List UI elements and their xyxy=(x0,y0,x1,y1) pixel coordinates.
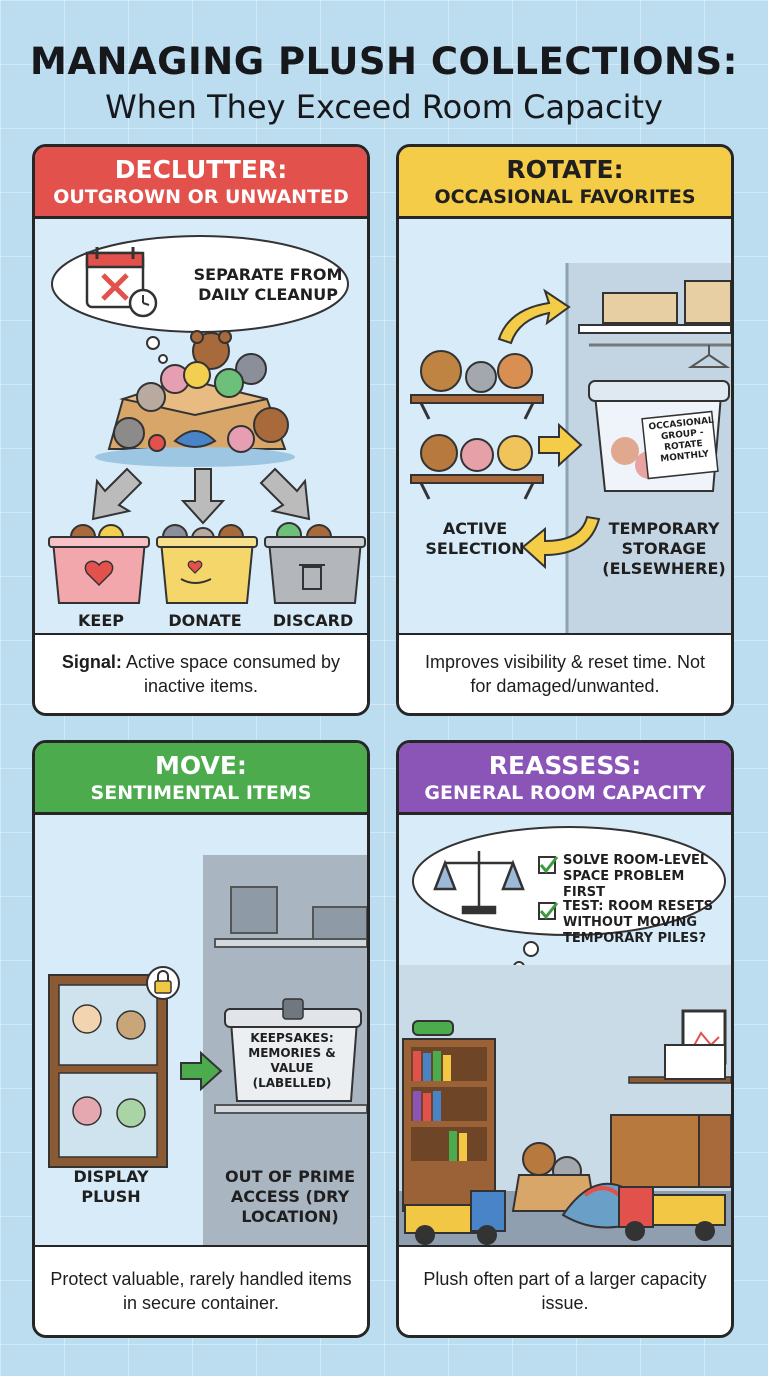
lock-icon xyxy=(146,966,180,1000)
clock-icon xyxy=(128,288,158,318)
heart-icon xyxy=(84,560,114,587)
reassess-header: REASSESS: GENERAL ROOM CAPACITY xyxy=(399,743,731,815)
sort-arrows xyxy=(91,467,311,525)
page-title: MANAGING PLUSH COLLECTIONS: xyxy=(30,40,738,83)
reassess-footer: Plush often part of a larger capacity is… xyxy=(399,1245,731,1335)
declutter-signal: Signal: Active space consumed by inactiv… xyxy=(35,633,367,713)
reassess-subtitle: GENERAL ROOM CAPACITY xyxy=(424,782,706,804)
move-illustration xyxy=(48,855,367,1251)
move-header: MOVE: SENTIMENTAL ITEMS xyxy=(35,743,367,815)
rotate-panel: ROTATE: OCCASIONAL FAVORITES xyxy=(396,144,734,716)
tote-label: OCCASIONAL GROUP - ROTATE MONTHLY xyxy=(648,415,715,465)
declutter-note: SEPARATE FROM DAILY CLEANUP xyxy=(193,265,343,304)
hand-heart-icon xyxy=(180,560,212,584)
active-selection-label: ACTIVE SELECTION xyxy=(425,519,525,558)
declutter-subtitle: OUTGROWN OR UNWANTED xyxy=(53,186,349,208)
keep-bin xyxy=(48,524,150,604)
declutter-illustration xyxy=(48,235,366,604)
keep-label: KEEP xyxy=(78,611,124,630)
display-cabinet xyxy=(48,974,168,1168)
rotate-subtitle: OCCASIONAL FAVORITES xyxy=(434,186,696,208)
keepsake-box xyxy=(224,998,362,1102)
rotate-header: ROTATE: OCCASIONAL FAVORITES xyxy=(399,147,731,219)
arrow-up-icon xyxy=(497,288,571,345)
plush-shelf xyxy=(410,350,544,500)
move-subtitle: SENTIMENTAL ITEMS xyxy=(90,782,312,804)
keepsake-label: KEEPSAKES: MEMORIES & VALUE (LABELLED) xyxy=(248,1031,336,1090)
checkbox-icon xyxy=(538,856,559,920)
declutter-title: DECLUTTER: xyxy=(114,155,288,184)
rotate-illustration xyxy=(410,263,731,639)
scale-icon xyxy=(433,851,525,915)
move-title: MOVE: xyxy=(155,751,247,780)
rotate-title: ROTATE: xyxy=(506,155,624,184)
discard-bin xyxy=(264,522,366,604)
donate-bin xyxy=(156,524,258,604)
arrow-right-icon xyxy=(180,1050,223,1092)
display-plush-label: DISPLAY PLUSH xyxy=(73,1167,149,1206)
donate-label: DONATE xyxy=(168,611,242,630)
arrow-right-icon xyxy=(538,422,583,468)
move-footer: Protect valuable, rarely handled items i… xyxy=(35,1245,367,1335)
toy-truck-right xyxy=(618,1186,726,1241)
check-item-1: SOLVE ROOM-LEVEL SPACE PROBLEM FIRST xyxy=(563,853,709,900)
rotate-footer: Improves visibility & reset time. Not fo… xyxy=(399,633,731,713)
temporary-storage-label: TEMPORARY STORAGE (ELSEWHERE) xyxy=(602,519,726,578)
signal-text: Active space consumed by inactive items. xyxy=(121,652,341,696)
signal-label: Signal: xyxy=(61,652,122,672)
plush-pile xyxy=(95,330,295,467)
reassess-illustration xyxy=(399,826,731,1251)
toy-truck-left xyxy=(404,1190,506,1245)
reassess-title: REASSESS: xyxy=(488,751,642,780)
out-of-prime-access-label: OUT OF PRIME ACCESS (DRY LOCATION) xyxy=(224,1167,356,1226)
discard-label: DISCARD xyxy=(272,611,354,630)
check-item-2: TEST: ROOM RESETS WITHOUT MOVING TEMPORA… xyxy=(563,899,713,946)
page-subtitle: When They Exceed Room Capacity xyxy=(105,88,663,126)
arrow-back-icon xyxy=(521,515,601,570)
storage-tote xyxy=(588,380,730,492)
declutter-header: DECLUTTER: OUTGROWN OR UNWANTED xyxy=(35,147,367,219)
trash-icon xyxy=(299,564,325,590)
declutter-panel: DECLUTTER: OUTGROWN OR UNWANTED xyxy=(32,144,370,716)
calendar-icon xyxy=(85,247,145,309)
reassess-panel: REASSESS: GENERAL ROOM CAPACITY xyxy=(396,740,734,1338)
move-panel: MOVE: SENTIMENTAL ITEMS xyxy=(32,740,370,1338)
messy-room xyxy=(399,965,731,1251)
